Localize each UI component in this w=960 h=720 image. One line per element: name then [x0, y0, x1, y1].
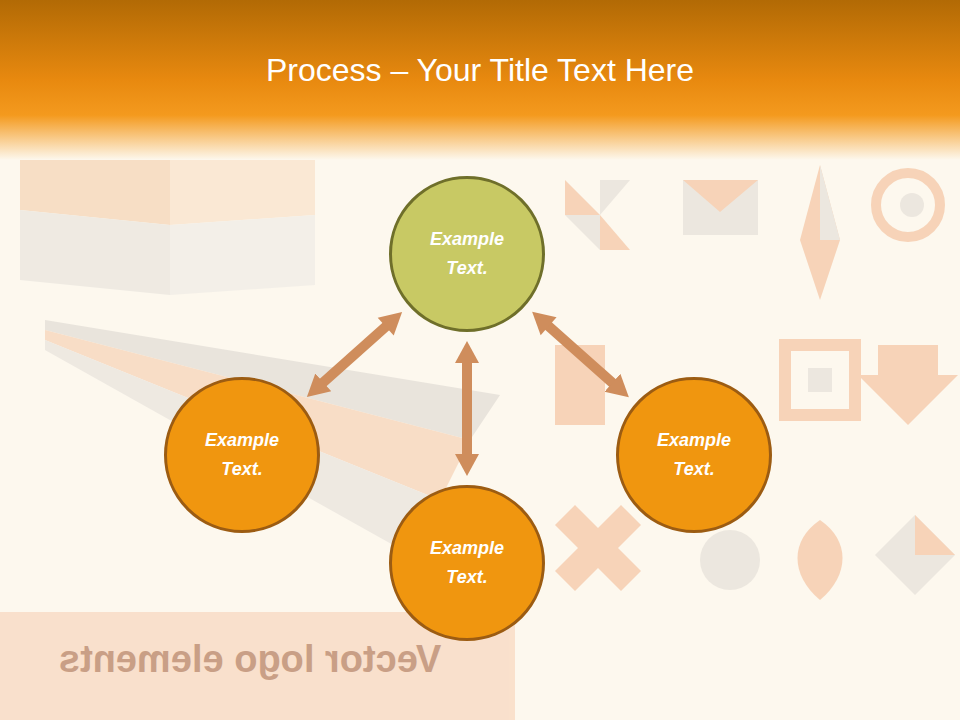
process-circle: Example Text.: [389, 176, 545, 332]
circle-text: Example Text.: [412, 534, 522, 592]
circle-text: Example Text.: [639, 426, 749, 484]
double-arrow: [320, 324, 388, 385]
circle-text: Example Text.: [187, 426, 297, 484]
process-circle: Example Text.: [616, 377, 772, 533]
process-circle: Example Text.: [164, 377, 320, 533]
circle-text: Example Text.: [412, 225, 522, 283]
double-arrow: [546, 324, 616, 386]
double-arrow: [462, 359, 472, 458]
process-circle: Example Text.: [389, 485, 545, 641]
watermark-text: Vector logo elements: [40, 638, 460, 681]
slide-title: Process – Your Title Text Here: [0, 52, 960, 89]
